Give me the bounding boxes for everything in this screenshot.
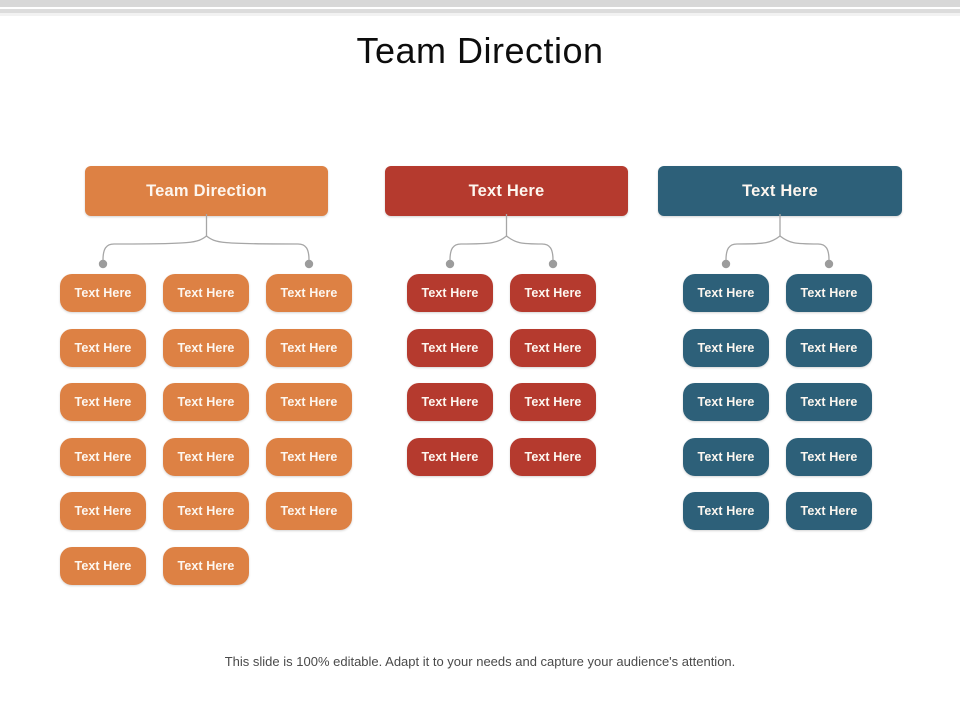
- column-orange-connector: [98, 214, 314, 269]
- node-box[interactable]: Text Here: [163, 437, 249, 476]
- node-label: Text Here: [177, 449, 235, 464]
- node-label: Text Here: [421, 286, 479, 300]
- node-box[interactable]: Text Here: [786, 383, 872, 421]
- node-label: Text Here: [280, 395, 338, 409]
- node-box[interactable]: Text Here: [163, 546, 249, 585]
- node-label: Text Here: [177, 340, 235, 355]
- node-label: Text Here: [697, 340, 755, 355]
- node-label: Text Here: [280, 340, 338, 355]
- node-box[interactable]: Text Here: [266, 437, 352, 476]
- node-label: Text Here: [74, 504, 132, 518]
- window-chrome-band-top: [0, 0, 960, 7]
- node-box[interactable]: Text Here: [786, 492, 872, 530]
- column-orange-header[interactable]: Team Direction: [85, 166, 328, 216]
- node-box[interactable]: Text Here: [683, 383, 769, 421]
- column-red-connector-dot: [548, 259, 558, 269]
- node-box[interactable]: Text Here: [683, 328, 769, 367]
- node-label: Text Here: [177, 286, 235, 300]
- node-box[interactable]: Text Here: [407, 274, 493, 312]
- node-label: Text Here: [421, 340, 479, 355]
- node-box[interactable]: Text Here: [510, 437, 596, 476]
- window-chrome-band-white: [0, 7, 960, 9]
- column-orange-connector-dot: [98, 259, 108, 269]
- node-label: Text Here: [177, 558, 235, 573]
- slide-footer-note: This slide is 100% editable. Adapt it to…: [224, 654, 736, 669]
- node-box[interactable]: Text Here: [266, 274, 352, 312]
- node-box[interactable]: Text Here: [266, 383, 352, 421]
- node-label: Text Here: [421, 395, 479, 409]
- node-label: Text Here: [697, 395, 755, 409]
- column-teal-connector-dot: [824, 259, 834, 269]
- node-label: Text Here: [800, 504, 858, 518]
- node-box[interactable]: Text Here: [266, 328, 352, 367]
- node-box[interactable]: Text Here: [60, 383, 146, 421]
- node-label: Text Here: [280, 504, 338, 518]
- node-box[interactable]: Text Here: [163, 274, 249, 312]
- window-chrome-band-light: [0, 13, 960, 16]
- node-label: Text Here: [697, 286, 755, 300]
- column-teal-header[interactable]: Text Here: [658, 166, 902, 216]
- node-label: Text Here: [177, 395, 235, 409]
- node-box[interactable]: Text Here: [266, 492, 352, 530]
- column-red-header[interactable]: Text Here: [385, 166, 628, 216]
- window-chrome-band-gray: [0, 9, 960, 13]
- column-red-header-label: Text Here: [468, 181, 545, 200]
- column-red-connector-dot: [445, 259, 455, 269]
- node-box[interactable]: Text Here: [683, 492, 769, 530]
- node-label: Text Here: [800, 286, 858, 300]
- node-label: Text Here: [280, 286, 338, 300]
- node-box[interactable]: Text Here: [407, 383, 493, 421]
- node-box[interactable]: Text Here: [60, 437, 146, 476]
- node-box[interactable]: Text Here: [510, 328, 596, 367]
- node-box[interactable]: Text Here: [786, 274, 872, 312]
- node-box[interactable]: Text Here: [163, 383, 249, 421]
- node-label: Text Here: [524, 449, 582, 464]
- column-orange-header-label: Team Direction: [146, 181, 267, 200]
- node-label: Text Here: [74, 286, 132, 300]
- node-box[interactable]: Text Here: [60, 274, 146, 312]
- node-label: Text Here: [800, 449, 858, 464]
- node-label: Text Here: [421, 449, 479, 464]
- node-label: Text Here: [524, 286, 582, 300]
- node-box[interactable]: Text Here: [60, 328, 146, 367]
- node-label: Text Here: [697, 504, 755, 518]
- node-label: Text Here: [524, 340, 582, 355]
- node-label: Text Here: [280, 449, 338, 464]
- node-label: Text Here: [74, 558, 132, 573]
- node-box[interactable]: Text Here: [163, 492, 249, 530]
- node-box[interactable]: Text Here: [407, 328, 493, 367]
- column-red-connector: [445, 214, 558, 269]
- node-box[interactable]: Text Here: [163, 328, 249, 367]
- node-box[interactable]: Text Here: [60, 546, 146, 585]
- node-box[interactable]: Text Here: [683, 437, 769, 476]
- node-box[interactable]: Text Here: [786, 437, 872, 476]
- node-label: Text Here: [74, 340, 132, 355]
- node-box[interactable]: Text Here: [510, 274, 596, 312]
- page-title: Team Direction: [356, 30, 604, 71]
- node-label: Text Here: [524, 395, 582, 409]
- node-label: Text Here: [177, 504, 235, 518]
- node-box[interactable]: Text Here: [683, 274, 769, 312]
- node-label: Text Here: [697, 449, 755, 464]
- node-label: Text Here: [74, 449, 132, 464]
- node-box[interactable]: Text Here: [786, 328, 872, 367]
- node-label: Text Here: [74, 395, 132, 409]
- column-teal-connector-dot: [721, 259, 731, 269]
- column-teal-connector: [721, 214, 834, 269]
- node-box[interactable]: Text Here: [407, 437, 493, 476]
- node-box[interactable]: Text Here: [510, 383, 596, 421]
- column-teal-header-label: Text Here: [742, 181, 818, 200]
- node-label: Text Here: [800, 395, 858, 409]
- node-box[interactable]: Text Here: [60, 492, 146, 530]
- column-orange-connector-dot: [304, 259, 314, 269]
- node-label: Text Here: [800, 340, 858, 355]
